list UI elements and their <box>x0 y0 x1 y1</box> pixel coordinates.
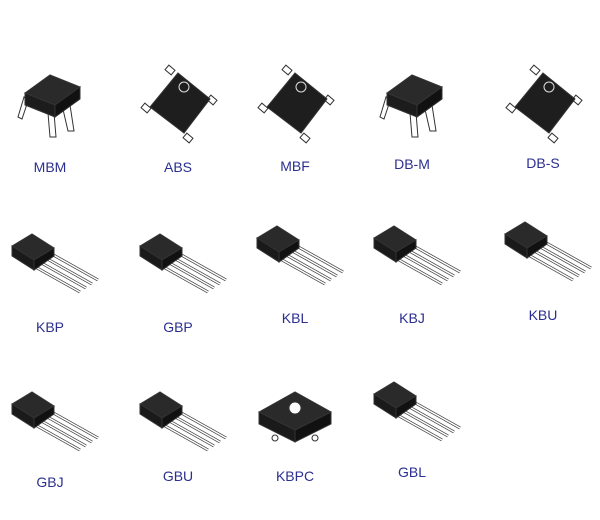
package-kbl: KBL <box>240 212 350 342</box>
package-label: GBJ <box>36 474 64 490</box>
package-kbj: KBJ <box>357 212 467 342</box>
package-gbp: GBP <box>123 220 233 350</box>
package-mbm: MBM <box>0 55 105 185</box>
package-label: GBP <box>163 319 193 335</box>
package-abs: ABS <box>123 55 233 185</box>
package-label: ABS <box>163 159 192 175</box>
package-kbpc: KBPC <box>240 372 350 502</box>
package-label: KBP <box>35 319 64 335</box>
package-label: GBU <box>162 468 194 484</box>
package-kbp: KBP <box>0 220 105 350</box>
package-db-s: DB-S <box>488 55 598 185</box>
package-gbl: GBL <box>357 368 467 498</box>
package-label: DB-M <box>394 156 430 172</box>
package-label: KBJ <box>399 310 425 326</box>
package-label: KBU <box>528 307 558 323</box>
package-gbu: GBU <box>123 378 233 508</box>
package-label: KBPC <box>275 468 315 484</box>
package-label: MBF <box>280 158 310 174</box>
package-label: GBL <box>397 464 426 480</box>
package-db-m: DB-M <box>357 55 467 185</box>
package-mbf: MBF <box>240 55 350 185</box>
package-kbu: KBU <box>488 208 598 338</box>
package-label: KBL <box>281 310 309 326</box>
package-label: MBM <box>33 159 67 175</box>
package-gbj: GBJ <box>0 378 105 508</box>
package-label: DB-S <box>526 155 560 171</box>
